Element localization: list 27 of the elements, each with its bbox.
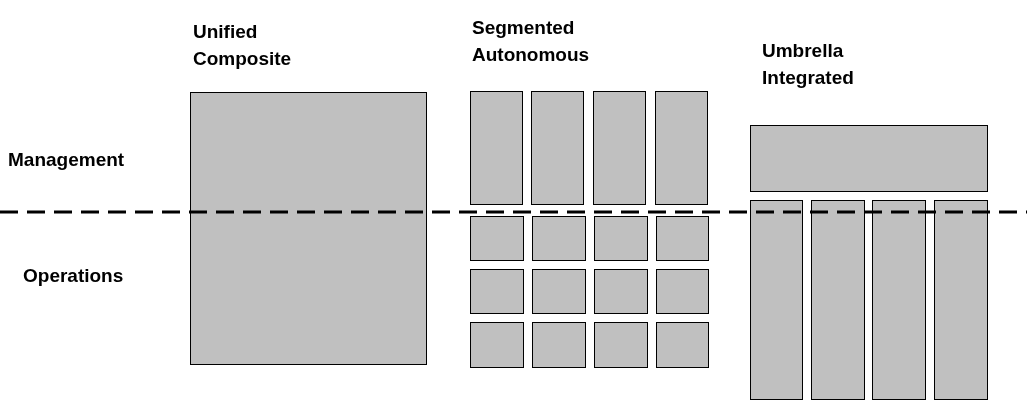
column-heading: Unified Composite bbox=[193, 20, 293, 71]
block-box bbox=[594, 322, 648, 368]
block-box bbox=[593, 91, 646, 205]
block-box bbox=[470, 91, 523, 205]
column-heading: Segmented Autonomous bbox=[472, 16, 591, 67]
row-label: Management bbox=[8, 148, 126, 172]
block-box bbox=[656, 269, 709, 314]
block-box bbox=[190, 92, 427, 365]
row-label: Operations bbox=[23, 264, 125, 288]
block-box bbox=[531, 91, 584, 205]
block-box bbox=[655, 91, 708, 205]
block-box bbox=[470, 322, 524, 368]
block-box bbox=[872, 200, 926, 400]
block-box bbox=[811, 200, 865, 400]
block-box bbox=[532, 216, 586, 261]
block-box bbox=[470, 216, 524, 261]
block-box bbox=[594, 269, 648, 314]
column-heading: Umbrella Integrated bbox=[762, 39, 855, 90]
block-box bbox=[656, 322, 709, 368]
block-box bbox=[750, 200, 803, 400]
block-box bbox=[750, 125, 988, 192]
block-box bbox=[532, 322, 586, 368]
block-box bbox=[656, 216, 709, 261]
block-box bbox=[470, 269, 524, 314]
block-box bbox=[934, 200, 988, 400]
block-box bbox=[594, 216, 648, 261]
block-box bbox=[532, 269, 586, 314]
